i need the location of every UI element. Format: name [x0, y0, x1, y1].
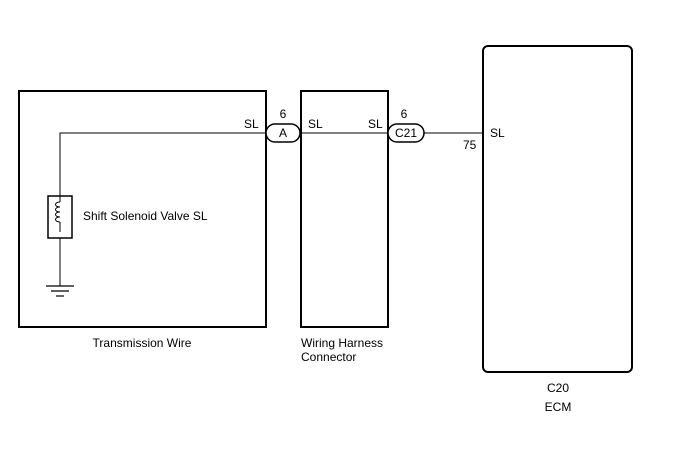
solenoid-coil-icon	[47, 184, 73, 239]
harness-right-pin-label: SL	[368, 117, 383, 131]
solenoid-label: Shift Solenoid Valve SL	[83, 209, 208, 223]
connector-c21-pin: 6	[401, 107, 408, 121]
connector-a-pill	[265, 123, 301, 143]
harness-label-line1: Wiring Harness	[301, 336, 383, 350]
connector-c21-pill	[387, 123, 425, 143]
transmission-wire-box	[18, 90, 267, 328]
wiring-harness-box	[300, 90, 389, 328]
ecm-code: C20	[547, 381, 569, 395]
harness-left-pin-label: SL	[308, 117, 323, 131]
harness-label-line2: Connector	[301, 350, 356, 364]
ground-icon	[46, 285, 74, 297]
connector-c21-code: C21	[395, 126, 417, 140]
ecm-label: ECM	[545, 400, 572, 414]
transmission-wire-label: Transmission Wire	[93, 336, 192, 350]
ecm-pin-label: SL	[490, 126, 505, 140]
ecm-box	[482, 45, 633, 373]
connector-a-pin: 6	[280, 107, 287, 121]
ecm-pin-number: 75	[463, 138, 477, 152]
transmission-pin-label: SL	[244, 117, 259, 131]
connector-a-code: A	[279, 126, 287, 140]
